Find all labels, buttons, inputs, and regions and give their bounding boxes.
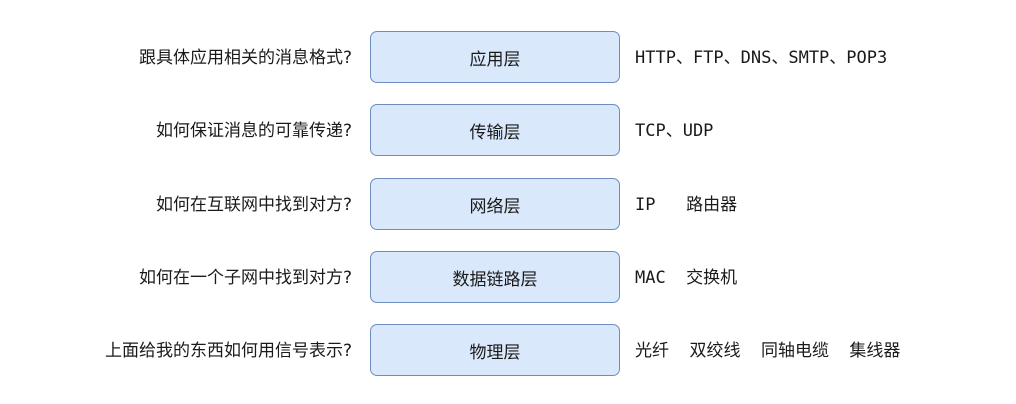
layer-row-network: 如何在互联网中找到对方? 网络层 IP 路由器: [0, 178, 1016, 232]
layer-box-physical: 物理层: [370, 324, 620, 376]
layer-question: 跟具体应用相关的消息格式?: [138, 48, 352, 68]
layer-row-physical: 上面给我的东西如何用信号表示? 物理层 光纤 双绞线 同轴电缆 集线器: [0, 324, 1016, 378]
layer-protocols: HTTP、FTP、DNS、SMTP、POP3: [635, 48, 888, 68]
layer-row-data-link: 如何在一个子网中找到对方? 数据链路层 MAC 交换机: [0, 251, 1016, 305]
layer-box-application: 应用层: [370, 31, 620, 83]
layer-question: 如何在互联网中找到对方?: [155, 195, 352, 215]
layer-row-application: 跟具体应用相关的消息格式? 应用层 HTTP、FTP、DNS、SMTP、POP3: [0, 31, 1016, 85]
layer-question: 如何保证消息的可靠传递?: [155, 121, 352, 141]
layer-protocols: TCP、UDP: [635, 121, 714, 141]
layer-box-network: 网络层: [370, 178, 620, 230]
layer-question: 如何在一个子网中找到对方?: [138, 268, 352, 288]
layer-row-transport: 如何保证消息的可靠传递? 传输层 TCP、UDP: [0, 104, 1016, 158]
layer-protocols: 光纤 双绞线 同轴电缆 集线器: [635, 341, 901, 361]
layer-box-data-link: 数据链路层: [370, 251, 620, 303]
layer-question: 上面给我的东西如何用信号表示?: [104, 341, 352, 361]
layer-protocols: IP 路由器: [635, 195, 738, 215]
layer-box-transport: 传输层: [370, 104, 620, 156]
layer-protocols: MAC 交换机: [635, 268, 738, 288]
